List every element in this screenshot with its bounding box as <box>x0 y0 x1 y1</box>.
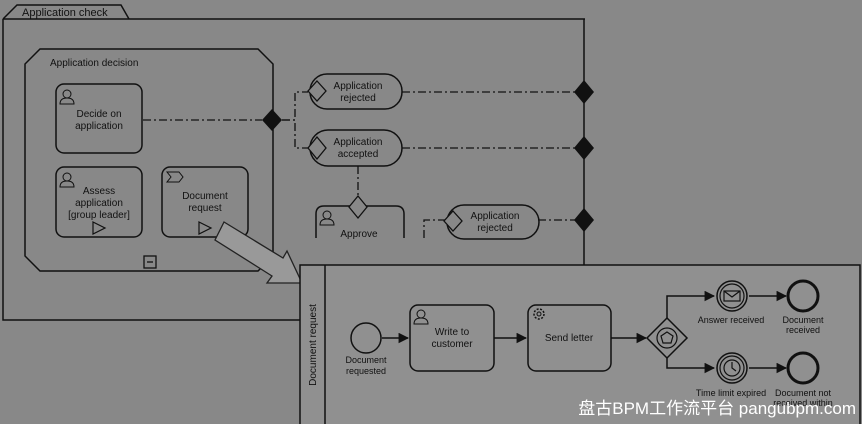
event-label-line: received <box>786 325 820 335</box>
diamond-icon <box>348 194 368 220</box>
diamond-icon <box>307 135 327 161</box>
task-approve[interactable]: Approve <box>315 194 405 240</box>
user-icon <box>59 89 75 105</box>
diamond-icon <box>443 210 463 232</box>
task-label-line: Write to <box>435 327 470 338</box>
sequence-flows <box>382 290 788 374</box>
collapse-marker[interactable] <box>143 255 157 269</box>
event-label-line: accepted <box>338 149 379 160</box>
play-marker-icon <box>198 221 213 235</box>
event-label-line: received within <box>773 398 833 408</box>
pentagon-icon <box>660 331 674 344</box>
exclusive-gateway-filled[interactable] <box>574 80 594 104</box>
play-marker-icon <box>92 221 107 235</box>
event-answer-received[interactable]: Answer received <box>698 280 765 325</box>
user-icon <box>59 172 75 188</box>
event-based-gateway[interactable] <box>645 316 689 360</box>
event-label: Answer received <box>698 315 765 325</box>
task-document-request[interactable]: Document request <box>161 166 249 238</box>
event-application-rejected[interactable]: Application rejected <box>307 73 403 110</box>
application-check-pool: Application check <box>2 4 585 321</box>
event-label-line: Document <box>345 355 387 365</box>
end-event-document-received[interactable]: Document received <box>782 279 824 335</box>
event-label-line: rejected <box>477 223 513 234</box>
exclusive-gateway-filled[interactable] <box>262 109 282 131</box>
task-write-to-customer[interactable]: Write to customer <box>409 304 495 372</box>
user-icon <box>413 309 429 325</box>
lane-label: Document request <box>308 304 319 386</box>
event-label-line: requested <box>346 366 386 376</box>
envelope-icon <box>723 290 741 302</box>
task-label-line: request <box>188 203 222 214</box>
exclusive-gateway-filled[interactable] <box>574 208 594 232</box>
gear-icon <box>533 308 545 320</box>
task-label: Send letter <box>545 333 594 344</box>
event-time-limit-expired[interactable]: Time limit expired <box>696 352 766 398</box>
task-decide-on-application[interactable]: Decide on application <box>55 83 143 154</box>
task-label-line: [group leader] <box>68 210 130 221</box>
dash-dot-connectors <box>143 91 575 238</box>
event-label-line: rejected <box>340 93 376 104</box>
event-label-line: Document not <box>775 388 832 398</box>
task-label: Approve <box>340 229 378 240</box>
event-application-accepted[interactable]: Application accepted <box>307 129 403 167</box>
pool-tab-label: Application check <box>22 7 108 19</box>
subprocess-title: Application decision <box>50 58 138 69</box>
task-label-line: Assess <box>83 186 115 197</box>
task-label-line: customer <box>431 339 473 350</box>
end-event-document-not-received[interactable]: Document not received within <box>773 351 833 408</box>
task-assess-application[interactable]: Assess application [group leader] <box>55 166 143 238</box>
task-label-line: application <box>75 121 123 132</box>
task-label-line: Document <box>182 191 228 202</box>
pool-border <box>2 18 585 321</box>
watermark-text: 盘古BPM工作流平台 pangubpm.com <box>578 399 856 418</box>
exclusive-gateway-filled[interactable] <box>574 136 594 160</box>
task-label-line: Decide on <box>76 109 121 120</box>
event-label-line: Application <box>334 137 383 148</box>
start-event-document-requested[interactable]: Document requested <box>345 322 387 376</box>
event-label-line: Application <box>334 81 383 92</box>
event-label: Time limit expired <box>696 388 766 398</box>
diamond-icon <box>307 80 327 102</box>
pool-tab[interactable] <box>2 4 130 20</box>
event-label-line: Application <box>471 211 520 222</box>
task-send-letter[interactable]: Send letter <box>527 304 612 372</box>
clock-icon <box>723 359 741 377</box>
user-icon <box>319 210 335 226</box>
task-label-line: application <box>75 198 123 209</box>
event-application-rejected-2[interactable]: Application rejected <box>443 204 540 240</box>
chevron-flag-icon <box>165 171 184 183</box>
event-label-line: Document <box>782 315 824 325</box>
zoom-arrow <box>214 221 304 284</box>
